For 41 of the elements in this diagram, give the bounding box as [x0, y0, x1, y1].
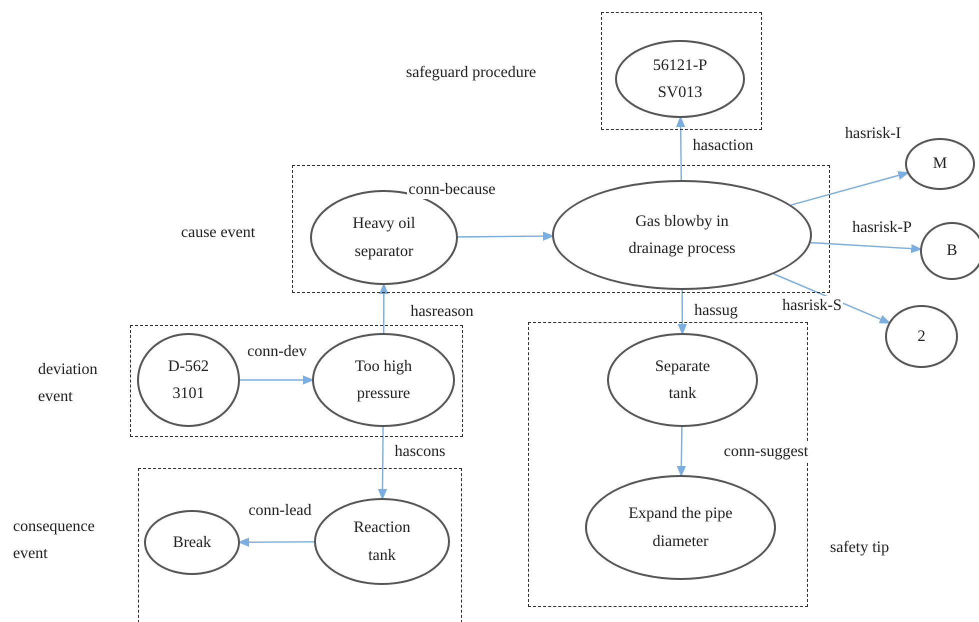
event-ellipse [552, 180, 812, 290]
node-text: Reaction tank [352, 518, 412, 566]
group-label: safety tip [830, 538, 890, 558]
event-ellipse [885, 305, 958, 368]
event-ellipse [607, 333, 758, 427]
node-text: 2 [918, 326, 926, 347]
event-ellipse [920, 222, 979, 280]
arrow [790, 171, 909, 206]
edge-label: hassug [693, 301, 739, 320]
node-text: Separate tank [654, 356, 712, 404]
node-text: D-562 3101 [167, 356, 210, 404]
event-ellipse [905, 138, 975, 190]
arrow [810, 242, 922, 253]
arrow [378, 427, 387, 500]
event-ellipse [137, 333, 240, 427]
node-text: Break [172, 532, 212, 553]
event-ellipse [585, 475, 776, 580]
arrow [238, 538, 314, 547]
group-label: consequence event [13, 517, 96, 564]
arrow [458, 232, 554, 241]
event-ellipse [144, 510, 240, 575]
node-text: Expand the pipe diameter [628, 504, 734, 552]
edge-label: conn-suggest [722, 442, 810, 462]
group-label: deviation event [38, 360, 99, 408]
arrow [240, 376, 314, 384]
arrow [676, 427, 686, 476]
node-text: M [932, 154, 948, 174]
node-text: 56121-P SV013 [652, 56, 708, 103]
arrow [379, 284, 388, 333]
event-ellipse [314, 498, 450, 585]
node-text: Heavy oil separator [352, 214, 416, 262]
node-text: B [946, 241, 958, 262]
group-label: cause event [181, 223, 256, 243]
edge-label: conn-because [407, 180, 497, 200]
event-ellipse [312, 333, 455, 427]
arrow [678, 290, 687, 334]
arrow [676, 116, 686, 180]
event-ellipse [615, 40, 745, 118]
node-text: Too high pressure [354, 356, 414, 404]
group-label: safeguard procedure [406, 63, 538, 83]
node-text: Gas blowby in drainage process [627, 212, 737, 259]
